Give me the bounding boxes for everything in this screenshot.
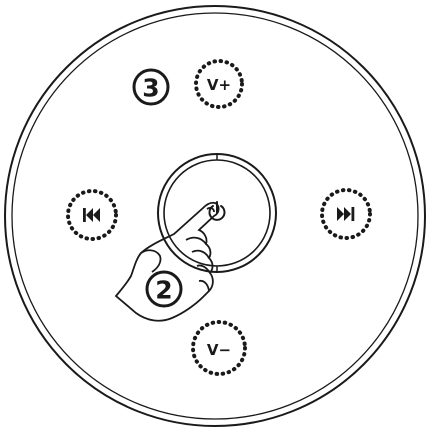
step-3-number: 3: [142, 74, 159, 103]
next-track-button[interactable]: [322, 190, 370, 238]
volume-down-label: V−: [207, 341, 231, 359]
volume-down-button[interactable]: V−: [193, 322, 245, 374]
volume-up-button[interactable]: V+: [196, 61, 242, 107]
step-2-number: 2: [155, 276, 172, 305]
step-3-marker: 3: [134, 70, 168, 104]
previous-track-button[interactable]: [68, 191, 116, 239]
volume-up-label: V+: [207, 76, 231, 94]
step-2-marker: 2: [147, 272, 181, 306]
